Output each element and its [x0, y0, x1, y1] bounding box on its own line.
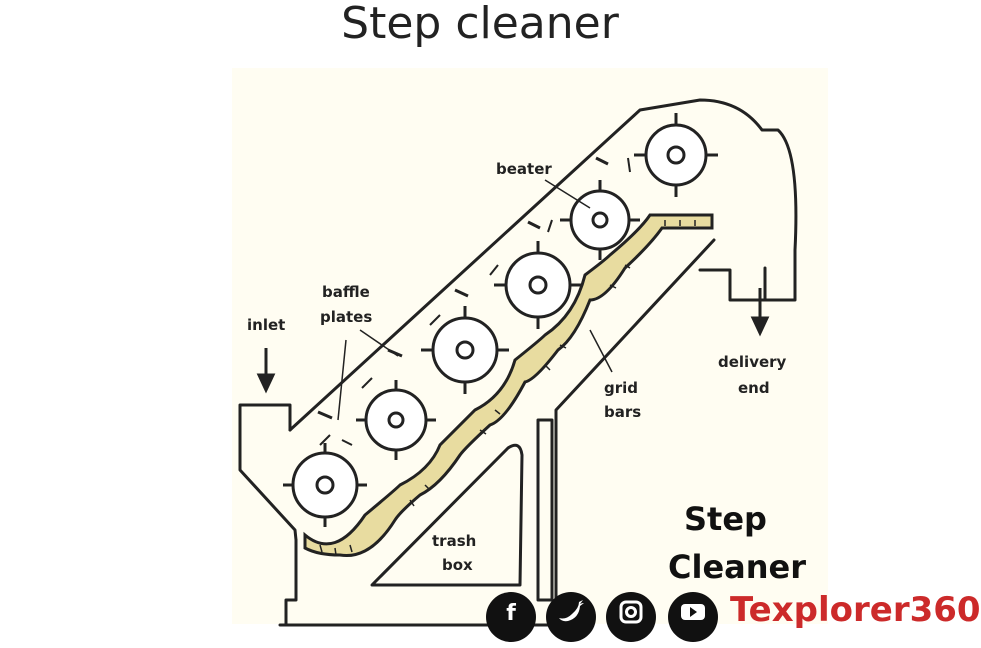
- inlet-arrow: [256, 348, 276, 394]
- grid-bar-teeth: [319, 220, 696, 556]
- label-baffle: baffle: [322, 283, 370, 301]
- caption-cleaner: Cleaner: [668, 548, 806, 586]
- beater-1: [283, 443, 367, 527]
- label-inlet: inlet: [247, 316, 285, 334]
- delivery-arrow: [750, 288, 770, 337]
- grid-bars: [303, 213, 714, 558]
- trash-box: [370, 443, 524, 587]
- step-cleaner-diagram: inlet baffle plates beater grid bars del…: [238, 98, 806, 627]
- beater-3: [421, 306, 509, 394]
- beater-2: [356, 380, 436, 460]
- inlet-hopper: [238, 403, 298, 542]
- label-end: end: [738, 379, 770, 397]
- leader-lines: [337, 179, 613, 421]
- label-bars: bars: [604, 403, 641, 421]
- page-title: Step cleaner: [341, 0, 619, 49]
- housing-left-wall: [284, 538, 298, 627]
- support-column: [536, 418, 554, 602]
- social-bar: f Texplorer360: [484, 590, 981, 642]
- housing-top-wall: [288, 98, 798, 432]
- instagram-icon[interactable]: [606, 592, 656, 642]
- label-box: box: [442, 556, 473, 574]
- beater-6: [634, 113, 718, 197]
- label-beater: beater: [496, 160, 552, 178]
- youtube-icon[interactable]: [668, 592, 718, 642]
- twitter-icon[interactable]: [546, 592, 596, 642]
- flow-arrows: [319, 157, 631, 446]
- brand-name: Texplorer360: [730, 590, 981, 630]
- beater-4: [494, 241, 582, 329]
- housing-lower-wall: [554, 238, 716, 627]
- facebook-icon[interactable]: f: [486, 592, 536, 642]
- label-delivery: delivery: [718, 353, 787, 371]
- label-trash: trash: [432, 532, 476, 550]
- label-plates: plates: [320, 308, 372, 326]
- caption-step: Step: [684, 500, 767, 538]
- label-grid: grid: [604, 379, 638, 397]
